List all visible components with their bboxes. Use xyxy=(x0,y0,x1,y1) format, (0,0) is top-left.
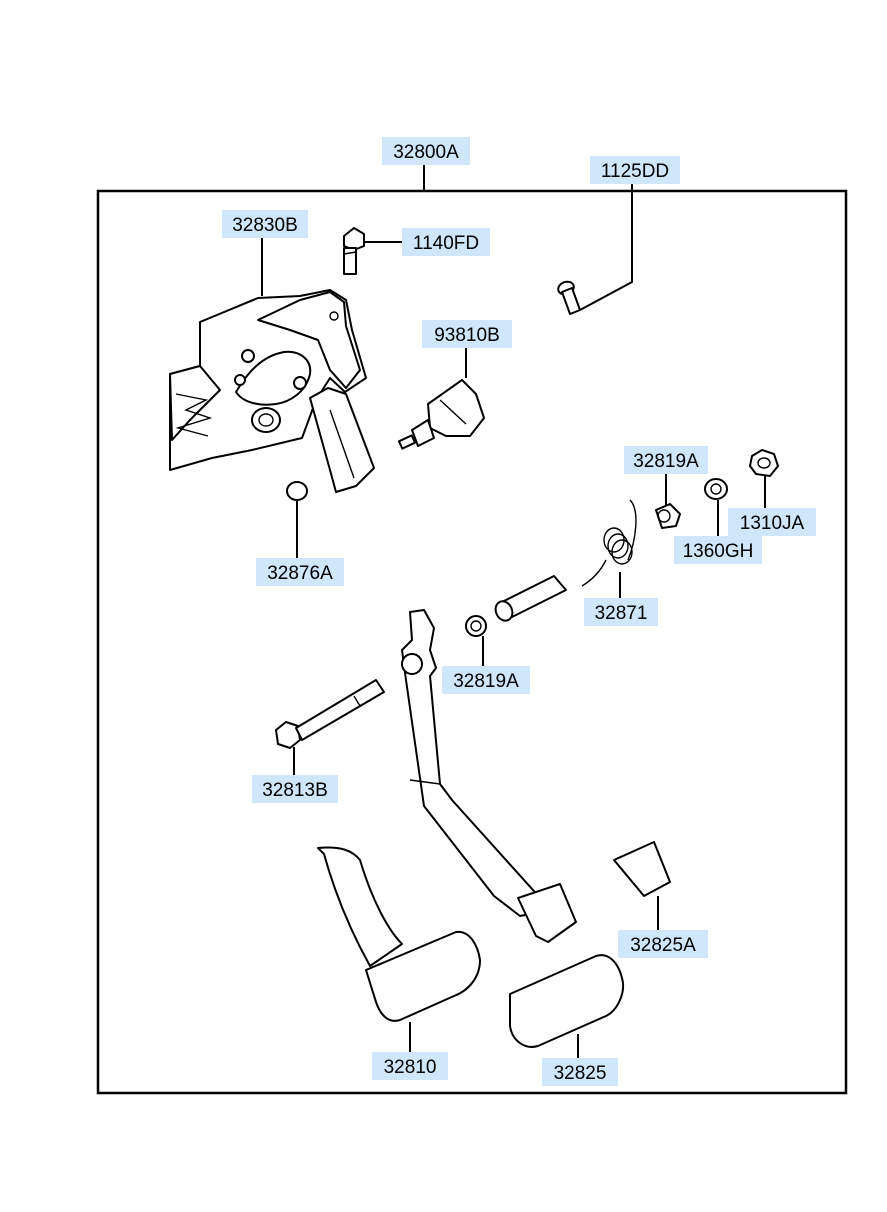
bushing-32819a-top-drawing xyxy=(655,503,681,529)
label-32830b: 32830B xyxy=(222,210,308,238)
label-text-32819a-mid: 32819A xyxy=(453,671,519,692)
bracket-32830b-drawing xyxy=(169,289,375,493)
bolt-1140fd-drawing xyxy=(343,227,365,275)
leader-lines xyxy=(261,165,766,1058)
label-32813b: 32813B xyxy=(252,775,338,803)
label-text-32825a: 32825A xyxy=(630,935,696,956)
pivot-bolt-32813b-drawing xyxy=(275,679,385,749)
label-text-1310ja: 1310JA xyxy=(740,513,805,534)
label-1125dd: 1125DD xyxy=(590,156,680,184)
bushing-32819a-mid-drawing xyxy=(465,615,487,637)
stopper-32876a-drawing xyxy=(286,481,308,501)
label-32825a: 32825A xyxy=(618,930,708,958)
pedal-arm-drawing xyxy=(401,609,577,943)
label-32876a: 32876A xyxy=(256,558,344,586)
washer-1360gh-drawing xyxy=(704,478,728,500)
label-1140fd: 1140FD xyxy=(402,228,490,256)
label-text-32830b: 32830B xyxy=(232,215,298,236)
pad-32825-drawing xyxy=(509,954,624,1048)
bolt-1125dd-drawing xyxy=(557,280,581,315)
label-32819a-top: 32819A xyxy=(624,446,708,474)
label-text-1125dd: 1125DD xyxy=(601,161,669,182)
label-32819a-mid: 32819A xyxy=(442,666,530,694)
label-text-32813b: 32813B xyxy=(262,780,328,801)
label-text-32871: 32871 xyxy=(595,603,648,624)
nut-1310ja-drawing xyxy=(749,449,779,477)
pad-32825a-drawing xyxy=(613,841,671,897)
label-text-32825: 32825 xyxy=(554,1063,607,1084)
switch-93810b-drawing xyxy=(397,379,485,450)
label-text-32876a: 32876A xyxy=(267,563,333,584)
label-text-32810: 32810 xyxy=(384,1057,437,1078)
label-text-1140fd: 1140FD xyxy=(413,233,479,254)
label-text-93810b: 93810B xyxy=(434,325,500,346)
assembly-frame xyxy=(96,189,848,1095)
spring-32871-drawing xyxy=(581,499,637,587)
label-text-1360gh: 1360GH xyxy=(683,541,754,562)
pedal-32810-drawing xyxy=(317,846,481,1022)
label-32810: 32810 xyxy=(372,1052,448,1080)
label-1310ja: 1310JA xyxy=(728,508,816,536)
label-1360gh: 1360GH xyxy=(674,536,762,564)
label-text-32800a: 32800A xyxy=(393,142,459,163)
label-93810b: 93810B xyxy=(422,320,512,348)
label-32871: 32871 xyxy=(584,598,658,626)
label-text-32819a-top: 32819A xyxy=(633,451,699,472)
label-32825: 32825 xyxy=(542,1058,618,1086)
sleeve-drawing xyxy=(494,575,567,622)
label-32800a: 32800A xyxy=(382,137,470,165)
